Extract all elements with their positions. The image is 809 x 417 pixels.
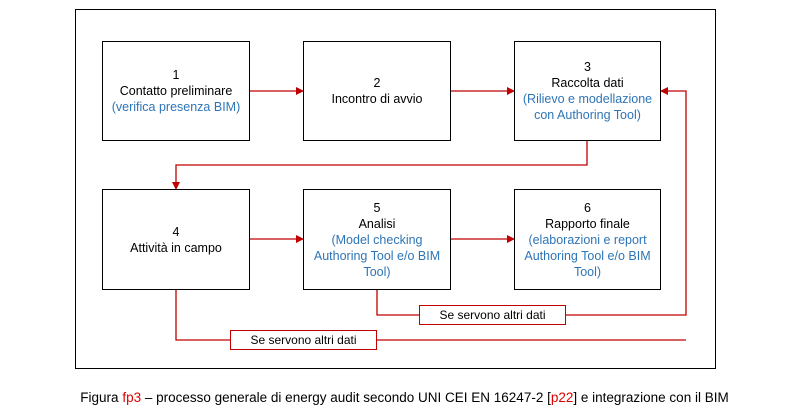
loop-4-to-3: [175, 290, 686, 341]
step-1-title: Contatto preliminare: [119, 84, 233, 98]
step-5-title: Analisi: [358, 216, 396, 231]
step-6-detail-line-3: Tool): [573, 264, 602, 279]
step-4-number: 4: [172, 224, 180, 239]
step-5-box: 5 Analisi (Model checking Authoring Tool…: [303, 189, 451, 290]
step-1-number: 1: [172, 68, 180, 82]
step-3-box: 3 Raccolta dati (Rilievo e modellazione …: [514, 41, 661, 141]
step-6-detail-line-1: (elaborazioni e report: [528, 232, 647, 247]
step-3-title: Raccolta dati: [551, 76, 624, 90]
loop-5-to-3: [376, 87, 687, 316]
step-5-number: 5: [373, 200, 381, 215]
arrow-3-to-4: [172, 141, 588, 190]
step-6-title: Rapporto finale: [545, 216, 630, 231]
step-5-detail-line-2: Authoring Tool e/o BIM: [313, 248, 441, 263]
caption-prefix: Figura: [80, 390, 123, 405]
step-1-detail: (verifica presenza BIM): [111, 100, 241, 114]
step-3-detail-line-2: con Authoring Tool): [534, 108, 641, 122]
loop-label-attivita: Se servono altri dati: [230, 330, 377, 350]
step-4-title: Attività in campo: [130, 240, 222, 255]
step-4-box: 4 Attività in campo: [102, 189, 250, 290]
caption-suffix: ] e integrazione con il BIM: [573, 390, 729, 405]
step-2-box: 2 Incontro di avvio: [303, 41, 451, 141]
step-5-detail-line-1: (Model checking: [331, 232, 423, 247]
step-1-box: 1 Contatto preliminare (verifica presenz…: [102, 41, 250, 141]
caption-figure-ref: fp3: [122, 390, 142, 405]
step-5-detail-line-3: Tool): [363, 264, 391, 279]
step-6-number: 6: [584, 200, 591, 215]
step-3-number: 3: [584, 60, 591, 74]
step-2-number: 2: [373, 76, 381, 90]
caption-citation: p22: [550, 390, 574, 405]
step-6-box: 6 Rapporto finale (elaborazioni e report…: [514, 189, 661, 290]
step-2-title: Incontro di avvio: [331, 92, 423, 106]
step-6-detail-line-2: Authoring Tool e/o BIM: [524, 248, 651, 263]
step-3-detail-line-1: (Rilievo e modellazione: [522, 92, 653, 106]
caption-middle: – processo generale di energy audit seco…: [141, 390, 551, 405]
figure-caption: Figura fp3 – processo generale di energy…: [0, 390, 809, 405]
loop-label-analisi: Se servono altri dati: [419, 305, 566, 325]
